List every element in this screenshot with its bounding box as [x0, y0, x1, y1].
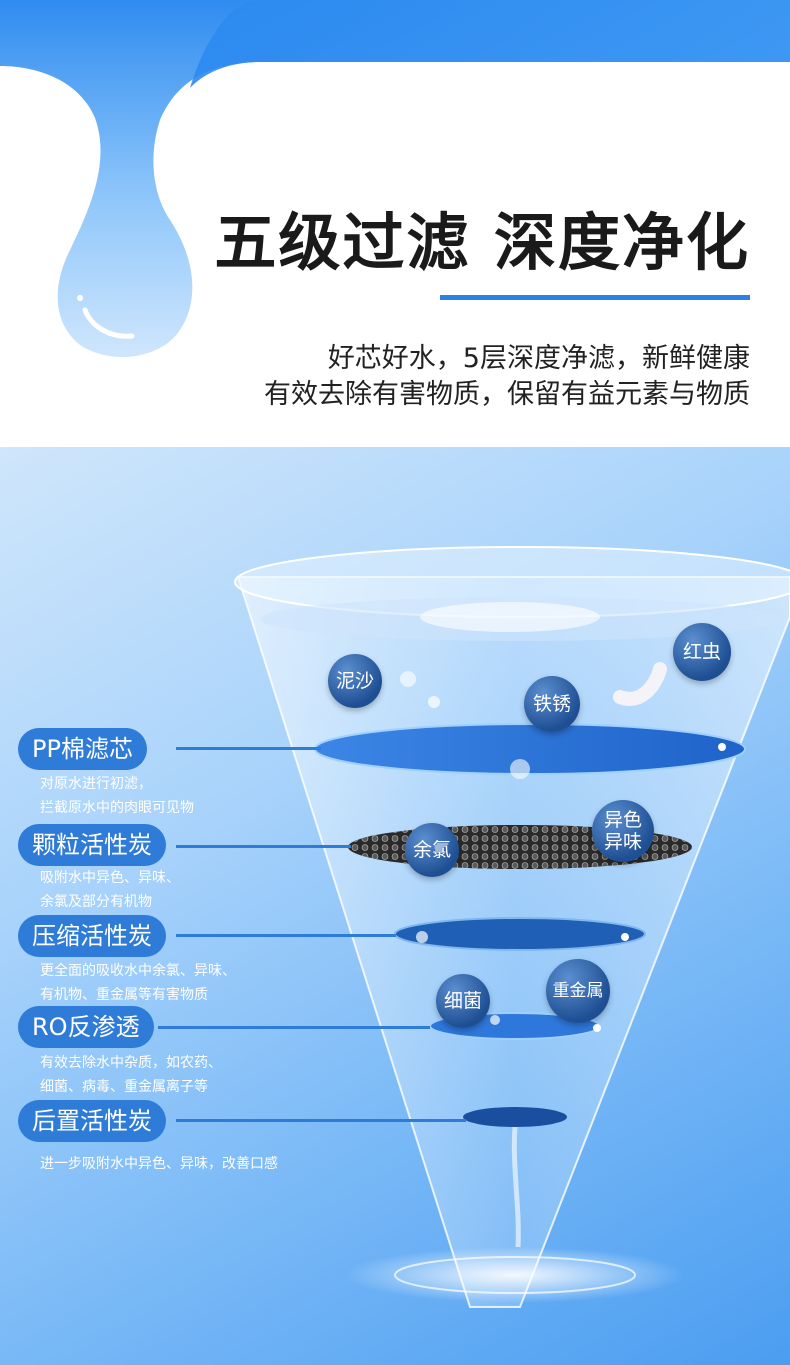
- contaminant-bubble-bacteria: 细菌: [436, 974, 490, 1028]
- bubble-odor-line-2: 异味: [603, 831, 642, 853]
- bubble-odor-line-1: 异色: [603, 809, 642, 831]
- layer-note-pp-cotton-1: 对原水进行初滤，: [40, 776, 152, 792]
- layer-connector-line: [176, 747, 321, 750]
- contaminant-bubble-metal: 重金属: [546, 959, 610, 1023]
- description-line-1: 好芯好水，5层深度净滤，新鲜健康: [327, 343, 750, 374]
- contaminant-bubble-worm: 红虫: [673, 623, 731, 681]
- title-underline: [440, 295, 750, 300]
- filtration-section: PP棉滤芯 对原水进行初滤， 拦截原水中的肉眼可见物 颗粒活性炭 吸附水中异色、…: [0, 447, 790, 1365]
- layer-badge-granular-carbon: 颗粒活性炭: [18, 824, 166, 866]
- page-title: 五级过滤 深度净化: [214, 206, 750, 279]
- layer-connector-line: [176, 845, 351, 848]
- layer-note-compressed-carbon-1: 更全面的吸收水中余氯、异味、: [40, 963, 236, 979]
- water-drop-graphic: [0, 0, 790, 357]
- layer-connector-line: [176, 934, 396, 937]
- layer-note-granular-carbon-2: 余氯及部分有机物: [40, 894, 152, 910]
- layer-note-ro-1: 有效去除水中杂质，如农药、: [40, 1055, 222, 1071]
- layer-note-pp-cotton-2: 拦截原水中的肉眼可见物: [40, 800, 194, 816]
- layer-connector-line: [158, 1026, 430, 1029]
- layer-badge-pp-cotton: PP棉滤芯: [18, 728, 147, 770]
- layer-badge-post-carbon: 后置活性炭: [18, 1100, 166, 1142]
- header-section: 五级过滤 深度净化 好芯好水，5层深度净滤，新鲜健康 有效去除有害物质，保留有益…: [0, 0, 790, 447]
- layer-connector-line: [176, 1119, 466, 1122]
- layer-note-compressed-carbon-2: 有机物、重金属等有害物质: [40, 987, 208, 1003]
- description-line-2: 有效去除有害物质，保留有益元素与物质: [264, 379, 750, 410]
- layer-note-post-carbon-1: 进一步吸附水中异色、异味，改善口感: [40, 1156, 278, 1172]
- contaminant-bubble-odor: 异色 异味: [592, 800, 654, 862]
- contaminant-bubble-chlorine: 余氯: [405, 823, 459, 877]
- contaminant-bubble-sand: 泥沙: [328, 654, 382, 708]
- layer-note-granular-carbon-1: 吸附水中异色、异味、: [40, 870, 180, 886]
- layer-badge-ro: RO反渗透: [18, 1006, 154, 1048]
- layer-badge-compressed-carbon: 压缩活性炭: [18, 915, 166, 957]
- funnel-graphic: [234, 546, 790, 1308]
- contaminant-bubble-rust: 铁锈: [524, 676, 580, 732]
- layer-note-ro-2: 细菌、病毒、重金属离子等: [40, 1079, 208, 1095]
